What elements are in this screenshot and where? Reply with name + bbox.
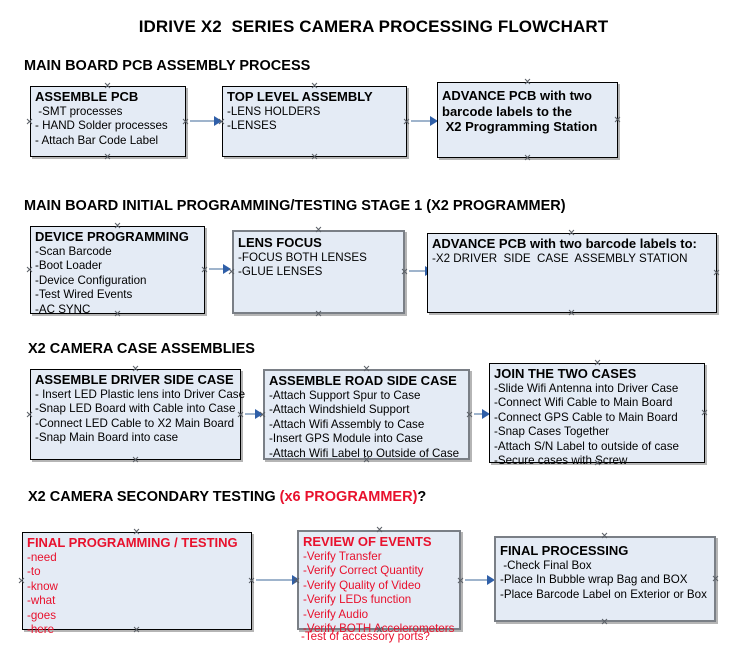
arrow-head-icon [487, 575, 495, 585]
flow-box-line: -Verify Quality of Video [303, 578, 421, 592]
flow-box-line: -Connect Wifi Cable to Main Board [494, 396, 673, 410]
flow-box-line: -Snap LED Board with Cable into Case [35, 402, 236, 416]
flow-box-line: -Test Wired Events [35, 288, 133, 302]
flow-arrow [209, 264, 231, 274]
flow-box-title: JOIN THE TWO CASES [494, 366, 637, 381]
flow-box-title: ASSEMBLE DRIVER SIDE CASE [35, 372, 234, 387]
page-title: IDRIVE X2 SERIES CAMERA PROCESSING FLOWC… [138, 17, 609, 36]
flow-box-line: -to [27, 565, 41, 579]
flow-box-line: -Attach Windshield Support [269, 403, 410, 417]
flow-box-line: -Place Barcode Label on Exterior or Box [500, 587, 707, 601]
flow-box-title: LENS FOCUS [238, 235, 322, 250]
flow-box-lens-focus[interactable]: LENS FOCUS -FOCUS BOTH LENSES -GLUE LENS… [232, 230, 405, 314]
flow-box-line: - Attach Bar Code Label [35, 133, 159, 147]
flow-box-title: TOP LEVEL ASSEMBLY [227, 89, 373, 104]
flow-box-line: -Snap Main Board into case [35, 431, 179, 445]
arrow-head-icon [292, 575, 300, 585]
flow-box-line: -here [27, 623, 55, 637]
flow-box-review-of-events[interactable]: REVIEW OF EVENTS -Verify Transfer -Verif… [297, 530, 461, 635]
section-heading-x2-camera-case-assemblies: X2 CAMERA CASE ASSEMBLIES [28, 341, 255, 357]
arrow-head-icon [214, 116, 222, 126]
arrow-head-icon [223, 264, 231, 274]
flow-box-title: ASSEMBLE PCB [35, 89, 139, 104]
flow-box-line: -Attach S/N Label to outside of case [494, 439, 679, 453]
flow-box-line: -Verify BOTH Accelerometers [303, 622, 455, 636]
flow-box-top-level-assembly[interactable]: TOP LEVEL ASSEMBLY -LENS HOLDERS -LENSES [222, 86, 407, 157]
flow-box-line: barcode labels to the [442, 103, 573, 119]
arrow-head-icon [482, 409, 490, 419]
flow-box-device-programming[interactable]: DEVICE PROGRAMMING -Scan Barcode -Boot L… [30, 226, 205, 316]
flow-arrow [411, 116, 438, 126]
flow-box-line: -Check Final Box [500, 558, 592, 572]
flow-box-line: -X2 DRIVER SIDE CASE ASSEMBLY STATION [432, 251, 688, 265]
flow-box-line: -Verify Correct Quantity [303, 564, 424, 578]
flow-box-line: -what [27, 594, 56, 608]
flow-arrow [245, 409, 263, 419]
flow-box-assemble-pcb[interactable]: ASSEMBLE PCB -SMT processes - HAND Solde… [30, 86, 186, 157]
section-heading-text: X2 CAMERA SECONDARY TESTING [28, 489, 280, 505]
flow-box-line: -Connect LED Cable to X2 Main Board [35, 416, 235, 430]
flow-box-line: -GLUE LENSES [238, 265, 323, 279]
flow-box-line: -Verify Audio [303, 607, 369, 621]
flow-box-line: -need [27, 550, 57, 564]
flow-box-line: -Snap Cases Together [494, 425, 610, 439]
arrow-head-icon [430, 116, 438, 126]
flow-arrow [256, 575, 300, 585]
flow-box-assemble-road-side-case[interactable]: ASSEMBLE ROAD SIDE CASE -Attach Support … [263, 369, 470, 460]
flow-box-line: -LENS HOLDERS [227, 104, 321, 118]
flow-box-line: -Device Configuration [35, 273, 147, 287]
flow-box-line: -Attach Support Spur to Case [269, 388, 421, 402]
section-heading-suffix: ? [417, 489, 427, 505]
flow-box-final-programming-testing[interactable]: FINAL PROGRAMMING / TESTING -need -to -k… [22, 532, 252, 636]
section-heading-accent: (x6 PROGRAMMER) [279, 489, 418, 505]
flow-box-title: ASSEMBLE ROAD SIDE CASE [269, 373, 457, 388]
flow-box-line: - HAND Solder processes [35, 119, 168, 133]
flow-box-line: -Scan Barcode [35, 244, 112, 258]
flow-box-final-processing[interactable]: FINAL PROCESSING -Check Final Box -Place… [494, 536, 716, 622]
flow-box-title: DEVICE PROGRAMMING [35, 229, 189, 244]
section-heading-main-board-initial-programming: MAIN BOARD INITIAL PROGRAMMING/TESTING S… [24, 198, 566, 214]
flow-box-advance-pcb-programming-station[interactable]: ADVANCE PCB with two barcode labels to t… [437, 82, 618, 158]
section-heading-x2-camera-secondary-testing: X2 CAMERA SECONDARY TESTING (x6 PROGRAMM… [28, 489, 426, 505]
flow-box-line: -AC SYNC [35, 302, 91, 316]
flow-box-line: -Insert GPS Module into Case [269, 432, 424, 446]
flow-box-line: -LENSES [227, 119, 277, 133]
flow-box-title: REVIEW OF EVENTS [303, 534, 432, 549]
flow-box-line: -Secure cases with Screw [494, 454, 628, 468]
flow-box-title: ADVANCE PCB with two [442, 88, 592, 103]
flow-box-title: FINAL PROGRAMMING / TESTING [27, 535, 238, 550]
flow-box-line: -Verify Transfer [303, 549, 382, 563]
flow-box-line: -Place In Bubble wrap Bag and BOX [500, 573, 688, 587]
flow-box-line: -Boot Loader [35, 259, 103, 273]
flow-box-line: -Attach Wifi Label to Outside of Case [269, 446, 460, 460]
flow-box-line: -Slide Wifi Antenna into Driver Case [494, 381, 679, 395]
flow-box-line: -goes [27, 608, 57, 622]
flow-box-line: -Attach Wifi Assembly to Case [269, 417, 425, 431]
flow-box-line: -FOCUS BOTH LENSES [238, 250, 367, 264]
flow-box-line: -Verify LEDs function [303, 593, 412, 607]
flow-box-line: -know [27, 579, 58, 593]
flow-box-line: -Connect GPS Cable to Main Board [494, 410, 678, 424]
flow-box-title: ADVANCE PCB with two barcode labels to: [432, 236, 697, 251]
flow-box-assemble-driver-side-case[interactable]: ASSEMBLE DRIVER SIDE CASE - Insert LED P… [30, 369, 246, 460]
flow-arrow [190, 116, 222, 126]
arrow-head-icon [255, 409, 263, 419]
flow-box-join-the-two-cases[interactable]: JOIN THE TWO CASES -Slide Wifi Antenna i… [489, 363, 705, 467]
flow-box-title: FINAL PROCESSING [500, 543, 629, 558]
flow-arrow [474, 409, 490, 419]
flow-box-overflow-line: -Test of accessory ports? [301, 630, 430, 643]
flow-box-line: - Insert LED Plastic lens into Driver Ca… [35, 387, 246, 401]
flow-box-line: -SMT processes [35, 104, 123, 118]
section-heading-main-board-pcb-assembly: MAIN BOARD PCB ASSEMBLY PROCESS [24, 58, 311, 74]
flow-arrow [465, 575, 495, 585]
flow-box-advance-pcb-driver-side-station[interactable]: ADVANCE PCB with two barcode labels to: … [427, 233, 717, 313]
flow-box-line: X2 Programming Station [442, 119, 598, 134]
